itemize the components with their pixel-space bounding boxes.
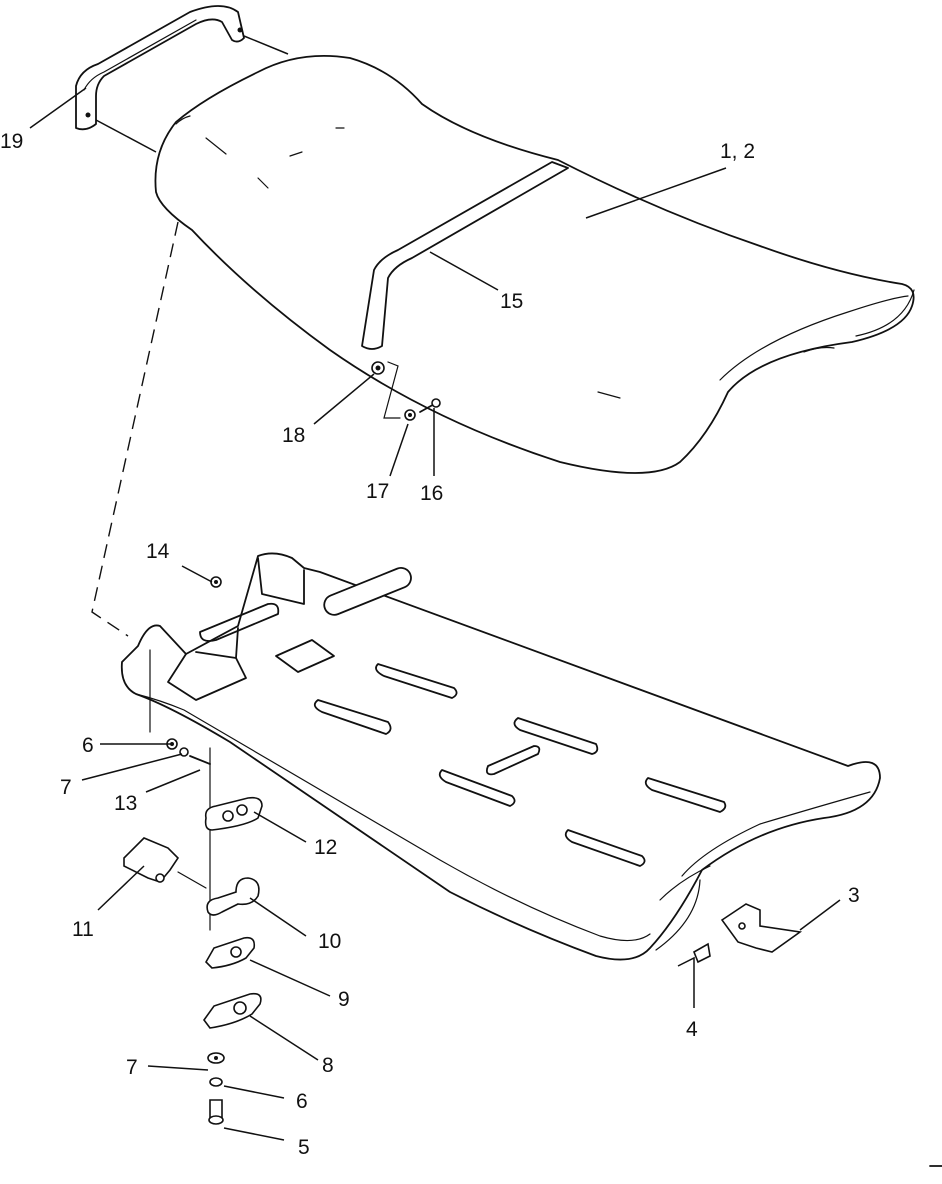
rear-bracket xyxy=(692,903,803,964)
callout-19: 19 xyxy=(0,130,23,153)
callout-7-lower: 7 xyxy=(126,1056,138,1079)
callout-10: 10 xyxy=(318,930,341,953)
callout-7-upper: 7 xyxy=(60,776,72,799)
callout-11: 11 xyxy=(72,918,94,941)
callout-18: 18 xyxy=(282,424,305,447)
callout-13: 13 xyxy=(114,792,137,815)
callout-3: 3 xyxy=(848,884,860,907)
callout-6-lower: 6 xyxy=(296,1090,308,1113)
callout-15: 15 xyxy=(500,290,523,313)
callout-5: 5 xyxy=(298,1136,310,1159)
hinge-axis-line xyxy=(149,649,211,931)
grab-handle xyxy=(75,5,245,131)
seat-base xyxy=(120,552,881,961)
strap-hardware xyxy=(371,361,441,421)
leader-lines xyxy=(29,35,841,1141)
latch-hardware xyxy=(123,738,263,1125)
callout-4: 4 xyxy=(686,1018,698,1041)
callout-6-upper: 6 xyxy=(82,734,94,757)
seat-cushion xyxy=(154,55,915,474)
callout-8: 8 xyxy=(322,1054,334,1077)
callout-12: 12 xyxy=(314,836,337,859)
callout-16: 16 xyxy=(420,482,443,505)
seat-strap xyxy=(361,161,569,350)
alignment-line xyxy=(91,221,179,637)
callout-1-2: 1, 2 xyxy=(720,140,755,163)
callout-17: 17 xyxy=(366,480,389,503)
callout-14: 14 xyxy=(146,540,170,563)
callout-9: 9 xyxy=(338,988,350,1011)
